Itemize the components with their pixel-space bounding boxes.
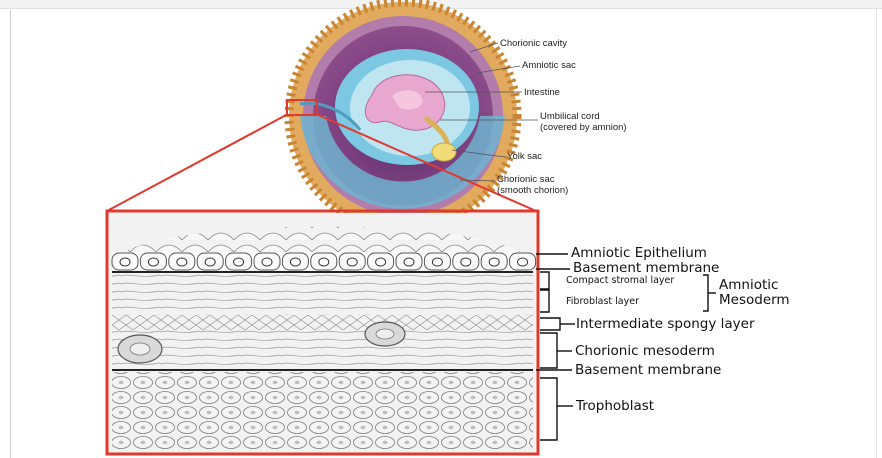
- amniotic-mesoderm-band: [112, 273, 533, 315]
- zoom-connector-left: [107, 114, 288, 211]
- epithelial-nucleus: [148, 258, 158, 266]
- epithelial-nucleus: [234, 258, 244, 266]
- epithelium-cells: [112, 253, 536, 270]
- epithelial-nucleus: [432, 258, 442, 266]
- label-intestine: Intestine: [524, 87, 560, 98]
- yolk-sac-shape: [432, 143, 456, 161]
- label-fibroblast-layer: Fibroblast layer: [566, 296, 639, 307]
- epithelial-nucleus: [290, 258, 300, 266]
- epithelial-nucleus: [404, 258, 414, 266]
- epithelial-nucleus: [120, 258, 130, 266]
- epithelial-nucleus: [347, 258, 357, 266]
- epithelial-nucleus: [262, 258, 272, 266]
- spongy-layer-band: [112, 315, 533, 330]
- label-compact-stromal-layer: Compact stromal layer: [566, 275, 674, 286]
- label-basement-membrane-bottom: Basement membrane: [575, 363, 721, 378]
- vessel-left-lumen: [130, 343, 150, 355]
- label-amniotic-mesoderm-line1: Amniotic: [719, 278, 778, 293]
- chorionic-mesoderm-band: [112, 330, 533, 368]
- label-chorionic-sac: Chorionic sac: [497, 174, 555, 185]
- label-chorionic-cavity: Chorionic cavity: [500, 38, 567, 49]
- label-basement-membrane-top: Basement membrane: [573, 261, 719, 276]
- epithelial-nucleus: [489, 258, 499, 266]
- epithelial-nucleus: [518, 258, 528, 266]
- label-amniotic-sac: Amniotic sac: [522, 60, 576, 71]
- label-trophoblast: Trophoblast: [576, 399, 654, 414]
- label-yolk-sac: Yolk sac: [507, 151, 542, 162]
- epithelial-nucleus: [376, 258, 386, 266]
- label-amniotic-mesoderm-line2: Mesoderm: [719, 293, 790, 308]
- epithelial-nucleus: [205, 258, 215, 266]
- label-umbilical-cord-note: (covered by amnion): [540, 122, 627, 133]
- trophoblast-band: [112, 372, 533, 450]
- embryo-illustration: [289, 2, 517, 230]
- label-chorionic-mesoderm: Chorionic mesoderm: [575, 344, 715, 359]
- label-chorionic-sac-note: (smooth chorion): [497, 185, 568, 196]
- epithelial-nucleus: [319, 258, 329, 266]
- epithelial-nucleus: [177, 258, 187, 266]
- label-umbilical-cord: Umbilical cord: [540, 111, 600, 122]
- label-amniotic-epithelium: Amniotic Epithelium: [571, 246, 707, 261]
- epithelial-nucleus: [461, 258, 471, 266]
- vessel-right-lumen: [376, 329, 394, 339]
- histology-panel: [107, 211, 538, 454]
- label-intermediate-spongy-layer: Intermediate spongy layer: [576, 317, 755, 332]
